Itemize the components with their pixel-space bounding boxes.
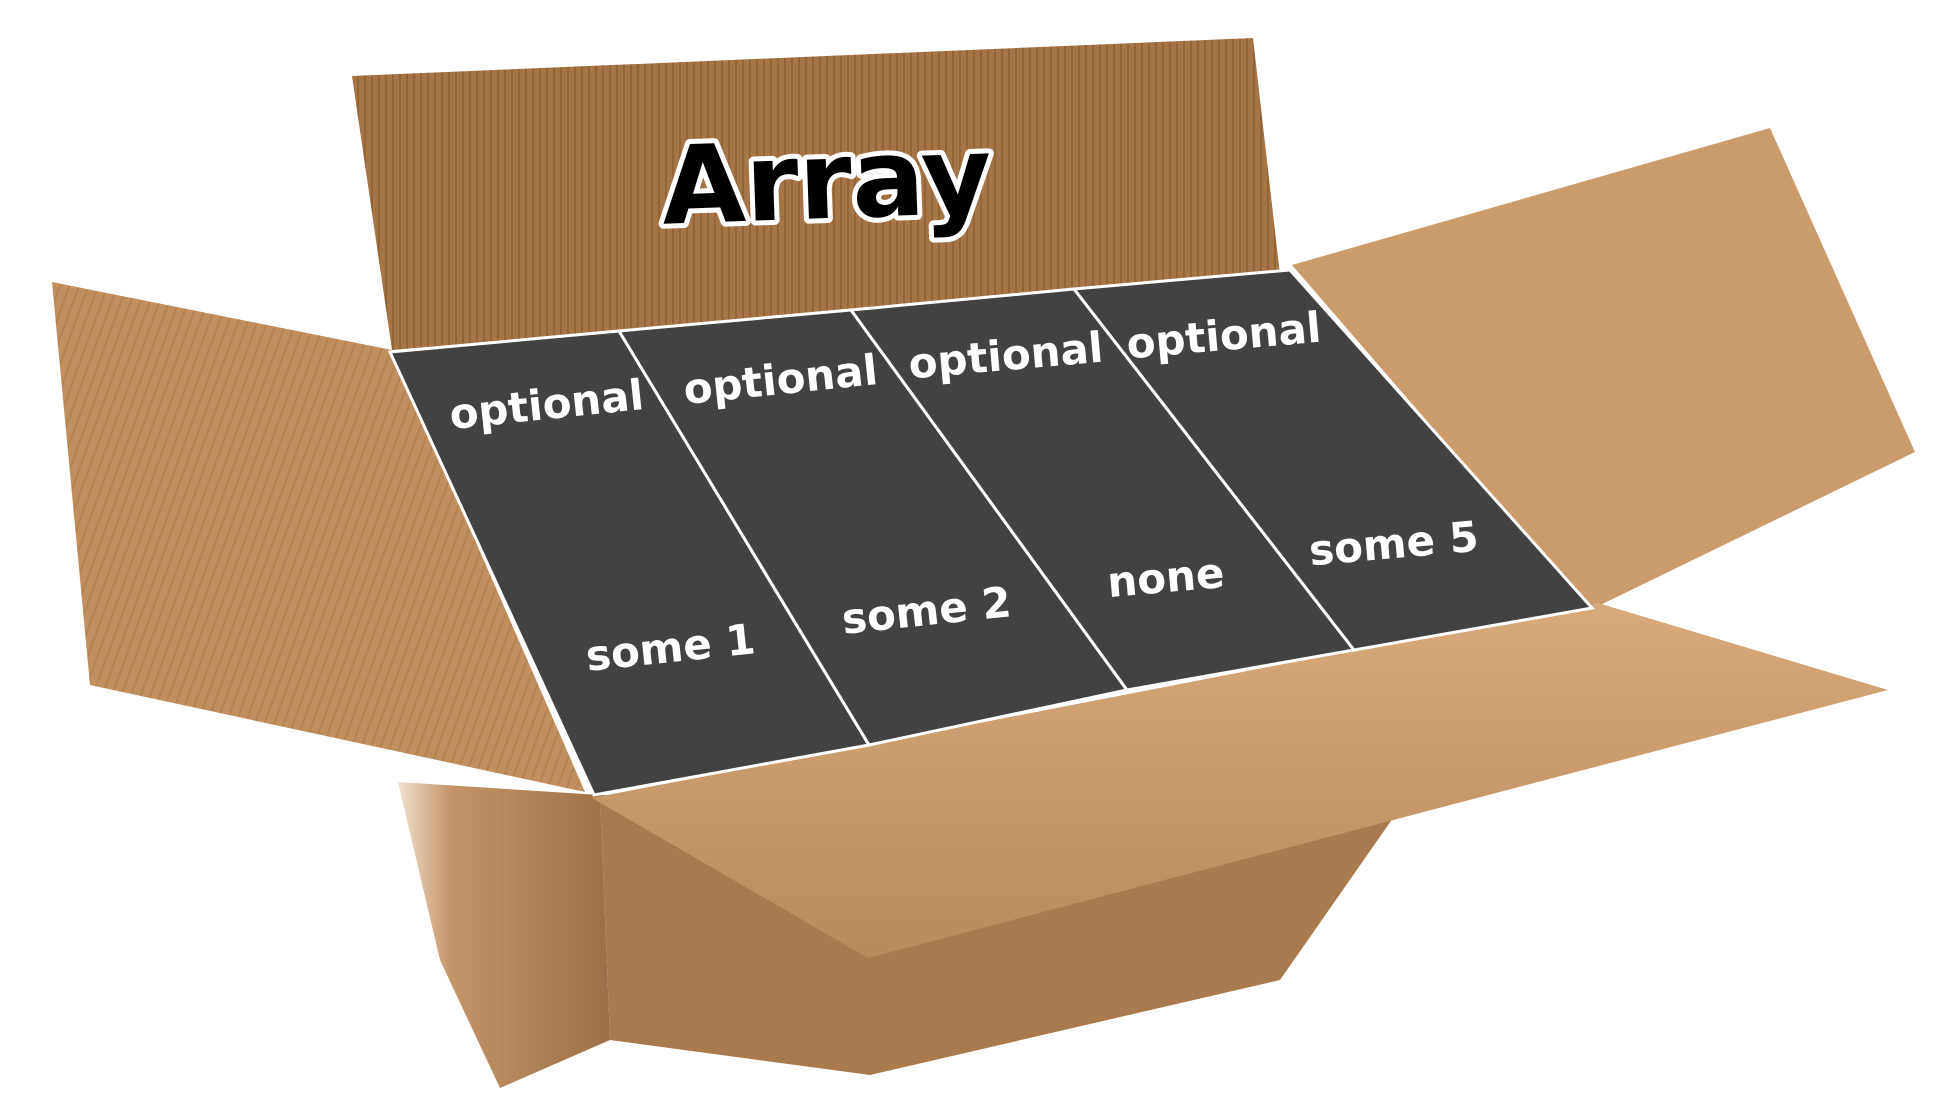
box-front-flap [592,603,1888,958]
array-slots [387,268,1595,797]
box-left-flap [52,282,585,792]
box-right-flap [1292,128,1915,610]
box-back-flap [352,38,1280,350]
box-left-side [398,782,610,1088]
array-title: Array [660,113,994,249]
array-slot [1071,268,1595,652]
slot-value-label: none [1105,548,1226,607]
